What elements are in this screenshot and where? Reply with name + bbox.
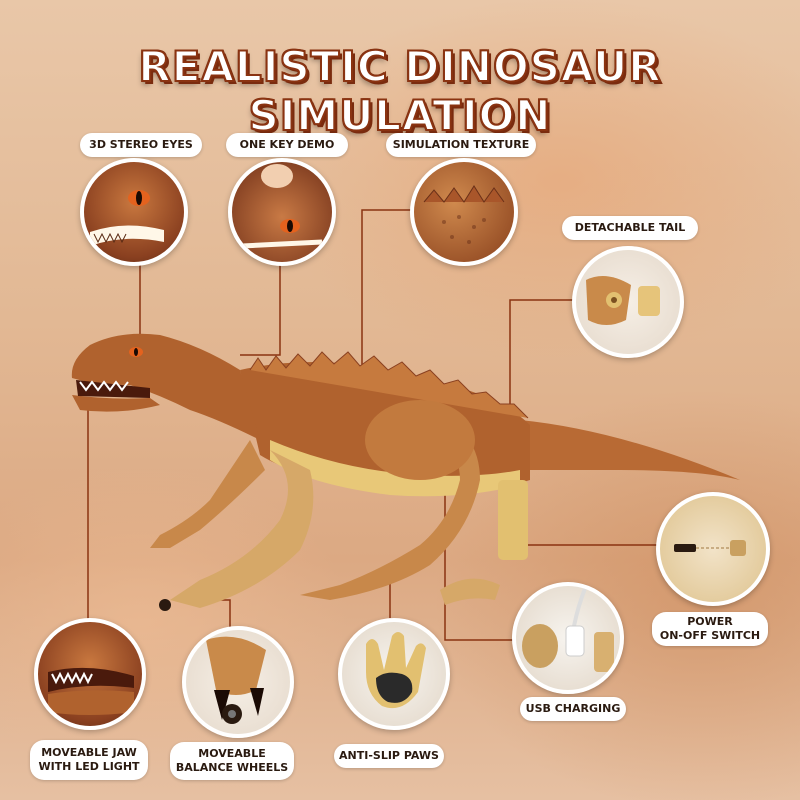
label-one-key-demo: ONE KEY DEMO [226, 133, 348, 157]
tail-joint-icon [586, 276, 660, 325]
label-detachable-tail: DETACHABLE TAIL [562, 216, 698, 240]
texture-connector [361, 209, 412, 395]
label-power-line1: POWER [687, 615, 733, 629]
label-power-line2: ON-OFF SWITCH [659, 629, 761, 642]
label-jaw-line2: WITH LED LIGHT [38, 760, 140, 773]
scale-texture-icon [423, 185, 505, 244]
label-anti-slip-paws: ANTI-SLIP PAWS [334, 744, 444, 768]
label-usb-charging: USB CHARGING [520, 697, 626, 721]
power-switch-closeup-image [656, 492, 770, 606]
demo-connector [240, 262, 281, 356]
wheels-closeup-image [182, 626, 294, 738]
label-wheels-line2: BALANCE WHEELS [175, 761, 289, 774]
tail-connector [509, 299, 580, 420]
dinosaur-body [71, 333, 740, 611]
balance-wheel-icon [206, 636, 266, 724]
usb-closeup-image [512, 582, 624, 694]
label-wheels-line1: MOVEABLE [198, 747, 266, 761]
dino-jaw-icon [48, 667, 134, 715]
dino-eye-icon [90, 190, 164, 246]
label-moveable-jaw: MOVEABLE JAW WITH LED LIGHT [30, 740, 148, 780]
label-3d-stereo-eyes: 3D STEREO EYES [80, 133, 202, 157]
label-balance-wheels: MOVEABLE BALANCE WHEELS [170, 742, 294, 780]
label-power-switch: POWER ON-OFF SWITCH [652, 612, 768, 646]
finger-press-icon [241, 164, 323, 249]
texture-closeup-image [410, 158, 518, 266]
power-switch-icon [674, 540, 746, 556]
eyes-closeup-image [80, 158, 188, 266]
label-simulation-texture: SIMULATION TEXTURE [386, 133, 536, 157]
jaw-closeup-image [34, 618, 146, 730]
demo-closeup-image [228, 158, 336, 266]
tail-closeup-image [572, 246, 684, 358]
usb-cable-icon [522, 586, 614, 672]
label-jaw-line1: MOVEABLE JAW [41, 746, 137, 760]
paws-closeup-image [338, 618, 450, 730]
anti-slip-paw-icon [366, 632, 426, 709]
page-title: REALISTIC DINOSAUR SIMULATION [137, 41, 662, 141]
